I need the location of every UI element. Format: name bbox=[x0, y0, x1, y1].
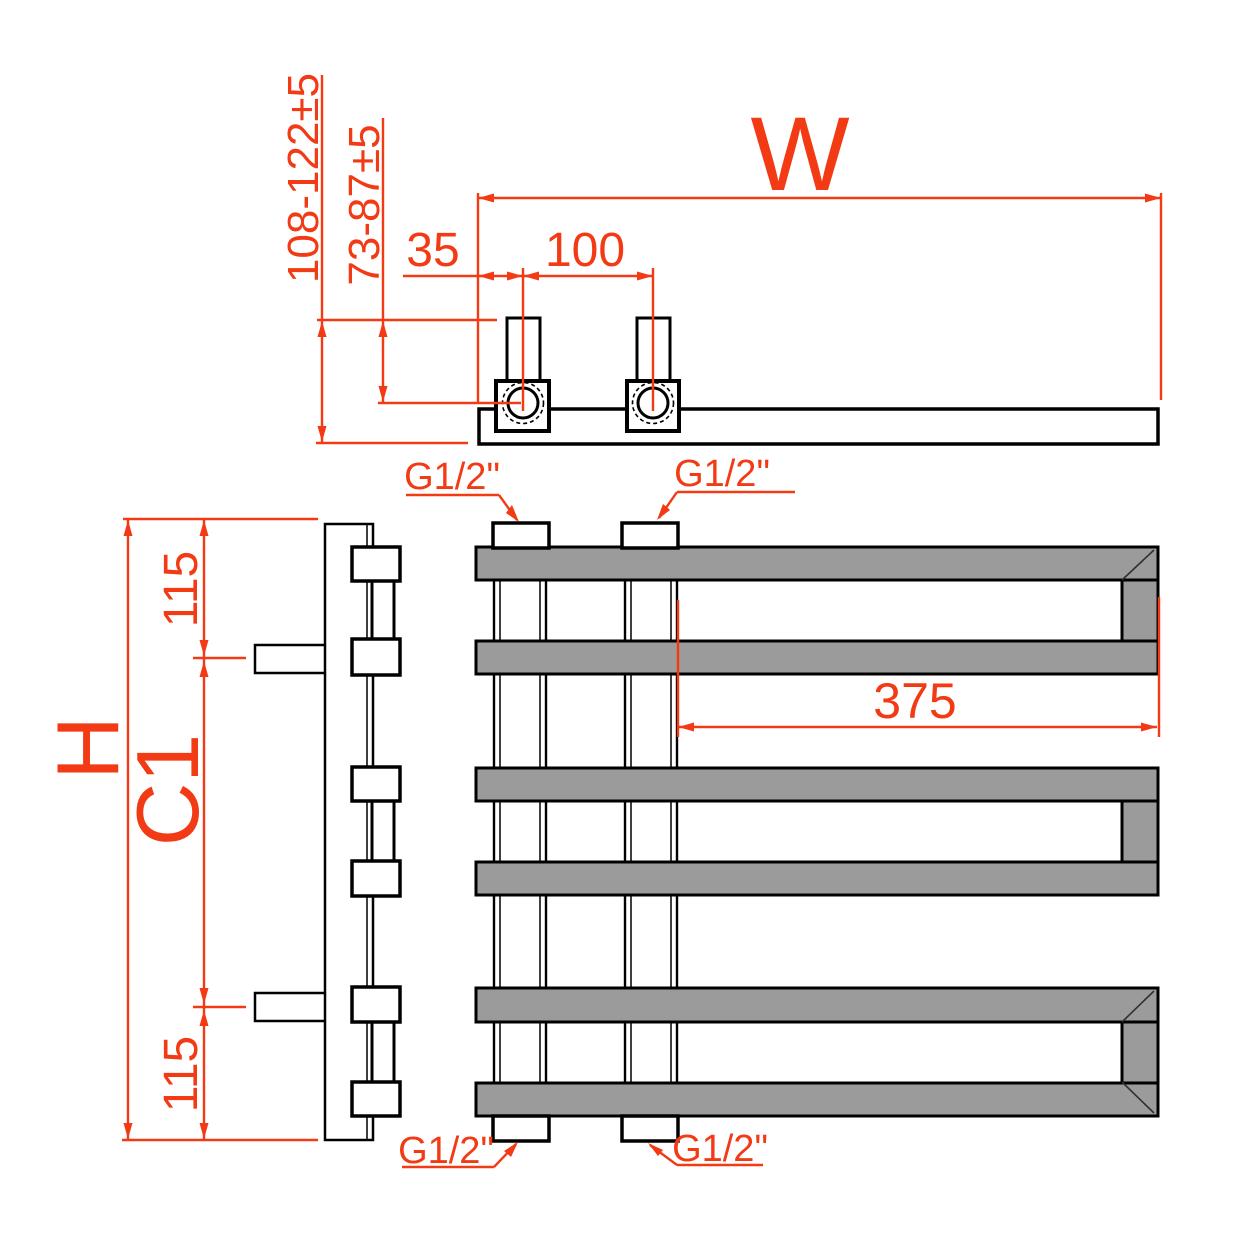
thread-label-top-left: G1/2" bbox=[404, 456, 500, 498]
arrow-100-right bbox=[637, 271, 653, 281]
supply-pipe-left bbox=[492, 523, 548, 1141]
fitting-top-right bbox=[620, 521, 680, 550]
dim-35-100: 35 100 bbox=[403, 224, 655, 411]
side-bend-1 bbox=[370, 579, 396, 641]
dim-c1-115: 115 C1 115 bbox=[118, 519, 246, 1140]
towel-rail-6 bbox=[474, 1081, 1160, 1118]
arrow-wall-bottom bbox=[317, 426, 327, 442]
arrow-h-top bbox=[123, 520, 133, 536]
dim-label-375: 375 bbox=[873, 673, 956, 729]
arrow-w-right bbox=[1145, 193, 1161, 203]
side-rail-end-4 bbox=[350, 859, 402, 898]
towel-rail-5 bbox=[474, 986, 1160, 1024]
dim-label-115-top: 115 bbox=[155, 551, 208, 628]
wall-bracket-bottom bbox=[253, 991, 328, 1023]
fitting-top-left bbox=[491, 521, 551, 550]
side-rail-end-6 bbox=[350, 1080, 402, 1118]
towel-rail-1 bbox=[474, 545, 1160, 582]
arrow-h-bottom bbox=[123, 1123, 133, 1139]
side-bend-2 bbox=[370, 799, 396, 863]
chamfer-bend1-top bbox=[1121, 549, 1155, 581]
top-view: W 35 100 108-122±5 73-87±5 bbox=[279, 73, 1163, 522]
dim-label-h: H bbox=[38, 716, 137, 780]
dim-label-c1: C1 bbox=[118, 734, 217, 847]
thread-labels-top-view: G1/2" G1/2" bbox=[404, 453, 795, 522]
arrow-c1-bottom bbox=[199, 988, 209, 1004]
towel-rail-2 bbox=[474, 639, 1160, 676]
dim-label-35: 35 bbox=[406, 224, 459, 277]
side-view-riser bbox=[323, 522, 375, 1142]
arrow-115b-bottom bbox=[199, 1123, 209, 1139]
side-rail-end-5 bbox=[350, 985, 402, 1024]
towel-rail-4 bbox=[474, 860, 1160, 897]
arrow-115t-bottom bbox=[199, 640, 209, 656]
arrow-c1-top bbox=[199, 661, 209, 677]
thread-label-top-right: G1/2" bbox=[674, 453, 770, 495]
arrow-35-right bbox=[507, 271, 523, 281]
thread-label-bottom-left: G1/2" bbox=[398, 1130, 494, 1172]
arrow-w-left bbox=[478, 193, 494, 203]
arrow-thread-top-left bbox=[506, 505, 519, 522]
thread-labels-front-view: G1/2" G1/2" bbox=[398, 1128, 768, 1172]
side-rail-end-3 bbox=[350, 765, 402, 803]
front-view: 375 G1/2" G1/2" bbox=[398, 521, 1161, 1172]
fitting-bottom-right bbox=[620, 1114, 680, 1143]
dim-label-115-bottom: 115 bbox=[155, 1036, 208, 1113]
dim-label-w: W bbox=[750, 96, 849, 213]
chamfer-bend3-bottom bbox=[1121, 1081, 1155, 1114]
arrow-375-left bbox=[678, 722, 694, 732]
dim-label-axis-range: 73-87±5 bbox=[340, 124, 389, 285]
chamfer-bend3-top bbox=[1121, 990, 1155, 1023]
wall-bracket-top bbox=[253, 643, 328, 675]
dim-wall-distance: 108-122±5 73-87±5 bbox=[279, 73, 521, 445]
arrow-100-left bbox=[523, 271, 539, 281]
arrow-115t-top bbox=[199, 520, 209, 536]
arrow-thread-bottom-left bbox=[504, 1142, 518, 1157]
side-rail-end-2 bbox=[350, 637, 402, 677]
arrow-thread-bottom-right bbox=[648, 1143, 663, 1156]
arrow-375-right bbox=[1141, 722, 1157, 732]
side-view: H 115 C1 115 bbox=[38, 517, 402, 1142]
towel-rail-3 bbox=[474, 766, 1160, 803]
arrow-thread-top-right bbox=[657, 504, 670, 520]
arrow-35-left bbox=[478, 271, 494, 281]
arrow-115b-top bbox=[199, 1010, 209, 1026]
fitting-bottom-left bbox=[491, 1114, 551, 1143]
supply-pipe-right bbox=[623, 523, 679, 1141]
dim-label-wall-range: 108-122±5 bbox=[279, 73, 328, 283]
arrow-axis-top bbox=[378, 321, 388, 337]
arrow-axis-bottom bbox=[378, 386, 388, 402]
arrow-wall-top bbox=[317, 321, 327, 337]
side-rail-end-1 bbox=[350, 545, 402, 583]
top-view-collector-tube bbox=[477, 407, 1160, 446]
dim-label-100: 100 bbox=[545, 224, 625, 277]
thread-label-bottom-right: G1/2" bbox=[672, 1128, 768, 1170]
dim-375: 375 bbox=[676, 597, 1161, 737]
thread-circle-right bbox=[631, 381, 675, 425]
dim-w: W bbox=[476, 96, 1163, 403]
side-bend-3 bbox=[370, 1020, 396, 1084]
dim-h: H bbox=[38, 517, 318, 1142]
